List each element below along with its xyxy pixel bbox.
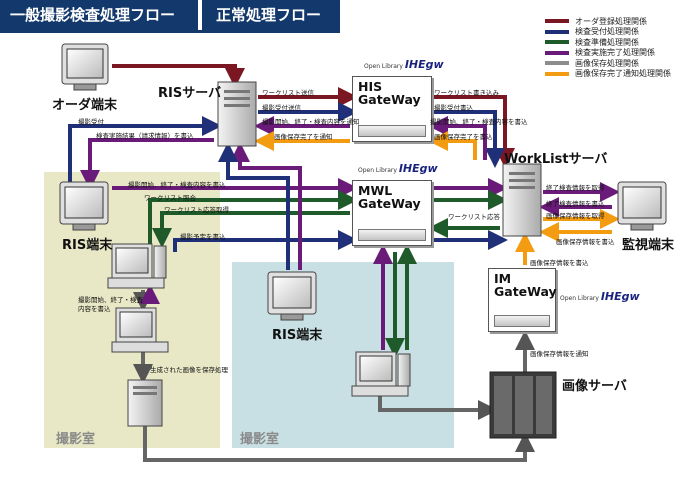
arrow-modc-to-imgsrv xyxy=(378,395,498,420)
legend-item-save-notify: 画像保存完了通知処理関係 xyxy=(545,69,671,80)
msg-worklist-write: ワークリスト書き込み xyxy=(434,89,499,97)
modality-console-icon xyxy=(111,307,169,353)
msg-save-info-write: 画像保存情報を書込 xyxy=(530,259,589,267)
msg-save-info-notify: 画像保存情報を通知 xyxy=(530,350,589,358)
msg-save-done-notify: 画像保存完了を通知 xyxy=(274,133,333,141)
his-gateway-line2: GateWay xyxy=(358,92,421,107)
msg-done-info-write: 終了検査情報を書込 xyxy=(546,200,605,208)
mwl-gateway-brand: Open Library IHEgw xyxy=(358,162,438,175)
msg-exam-notify: 撮影開始、終了・検査内容を通知 xyxy=(262,118,360,126)
msg-generated-image-save: 生成された画像を保存処理 xyxy=(150,366,228,374)
im-gateway-line2: GateWay xyxy=(494,284,557,299)
ris-server-icon xyxy=(217,81,257,147)
exam-room-center-label: 撮影室 xyxy=(240,432,280,447)
modality-workstation-icon xyxy=(107,243,167,289)
monitor-terminal-icon xyxy=(617,181,667,231)
arrow-risterm-to-ris-reception xyxy=(68,116,222,182)
arrow-mod-to-mwl-query xyxy=(148,190,358,244)
msg-worklist-resp-get: ワークリスト応答取得 xyxy=(164,206,229,214)
mwl-gateway-line1: MWL xyxy=(358,183,393,198)
arrow-wl-to-his-exam xyxy=(428,116,487,160)
legend-item-save: 画像保存処理関係 xyxy=(545,58,671,69)
legend-item-order: オーダ登録処理関係 xyxy=(545,16,671,27)
worklist-server-icon xyxy=(502,163,542,237)
arrow-order-to-ris xyxy=(112,64,245,88)
ris-terminal-left-icon xyxy=(59,181,109,231)
legend-swatch xyxy=(545,71,569,76)
image-server-label: 画像サーバ xyxy=(562,379,627,394)
ris-terminal-center-icon xyxy=(267,271,317,321)
legend-swatch xyxy=(545,40,569,45)
monitor-terminal-label: 監視端末 xyxy=(622,238,675,253)
legend-item-prep: 検査準備処理関係 xyxy=(545,37,671,48)
msg-done-info-get: 終了検査情報を取得 xyxy=(546,184,605,192)
msg-worklist-resp: ワークリスト応答 xyxy=(448,213,500,221)
exam-room-left-label: 撮影室 xyxy=(56,432,96,447)
mwl-gateway-line2: GateWay xyxy=(358,196,421,211)
ris-terminal-center-label: RIS端末 xyxy=(272,328,323,343)
legend-swatch xyxy=(545,19,569,24)
order-terminal-icon xyxy=(61,43,109,91)
im-gateway-line1: IM xyxy=(494,271,512,286)
modality-center-icon xyxy=(351,351,411,397)
msg-reception-write: 撮影受付書込 xyxy=(434,104,473,112)
arrow-ristermc-to-ris-purple xyxy=(230,142,302,270)
msg-schedule-write: 撮影予定を書込 xyxy=(180,233,226,241)
msg-save-info-get: 画像保存情報を取得 xyxy=(546,212,605,220)
title-normal-flow: 正常処理フロー xyxy=(202,0,340,30)
ris-server-label: RISサーバ xyxy=(158,86,222,101)
msg-worklist-send: ワークリスト送信 xyxy=(262,89,314,97)
legend-item-reception: 検査受付処理関係 xyxy=(545,27,671,38)
msg-save-done-write: 画像保存完了を書込 xyxy=(434,133,493,141)
arrow-store-to-imgsrv xyxy=(143,426,535,462)
gateway-device-icon xyxy=(358,125,426,137)
gateway-device-icon xyxy=(358,229,426,241)
im-gateway-brand: Open Library IHEgw xyxy=(560,290,640,303)
legend-item-complete: 検査実施完了処理関係 xyxy=(545,48,671,59)
ris-terminal-left-label: RIS端末 xyxy=(62,238,113,253)
storage-pc-icon xyxy=(127,379,163,427)
title-general-flow: 一般撮影検査処理フロー xyxy=(0,0,198,30)
arrow-mod-to-mwl-schedule xyxy=(173,230,358,252)
legend: オーダ登録処理関係 検査受付処理関係 検査準備処理関係 検査実施完了処理関係 画… xyxy=(545,16,671,79)
worklist-server-label: WorkListサーバ xyxy=(504,152,608,167)
msg-exam-write-mwl: 撮影開始、終了・検査内容を書込 xyxy=(128,181,226,189)
arrow-ristermc-to-ris-blue xyxy=(218,142,290,270)
msg-save-info-write-mon: 画像保存情報を書込 xyxy=(556,238,615,246)
his-gateway-line1: HIS xyxy=(358,79,383,94)
legend-swatch xyxy=(545,29,569,34)
msg-exam-result-write: 検査実施結果（請求情報）を書込 xyxy=(96,132,194,140)
image-server-icon xyxy=(489,371,557,439)
gateway-device-icon xyxy=(494,315,550,327)
his-gateway-brand: Open Library IHEgw xyxy=(364,58,444,71)
msg-reception-send: 撮影受付送信 xyxy=(262,104,301,112)
legend-swatch xyxy=(545,50,569,55)
msg-reception: 撮影受付 xyxy=(78,118,104,126)
title-underline xyxy=(0,30,340,33)
order-terminal-label: オーダ端末 xyxy=(52,98,118,113)
legend-swatch xyxy=(545,61,569,66)
arrow-ris-to-risterm-result xyxy=(80,138,214,190)
msg-worklist-query: ワークリスト照合 xyxy=(144,194,196,202)
arrow-wl-to-his-save xyxy=(428,131,477,160)
msg-modality-exam: 撮影開始、終了・検査内容を書込 xyxy=(78,296,143,313)
msg-exam-write-his: 撮影開始、終了・検査内容を書込 xyxy=(430,118,528,126)
arrow-his-to-wl-worklist xyxy=(432,95,515,168)
arrow-his-to-wl-reception xyxy=(432,110,505,168)
